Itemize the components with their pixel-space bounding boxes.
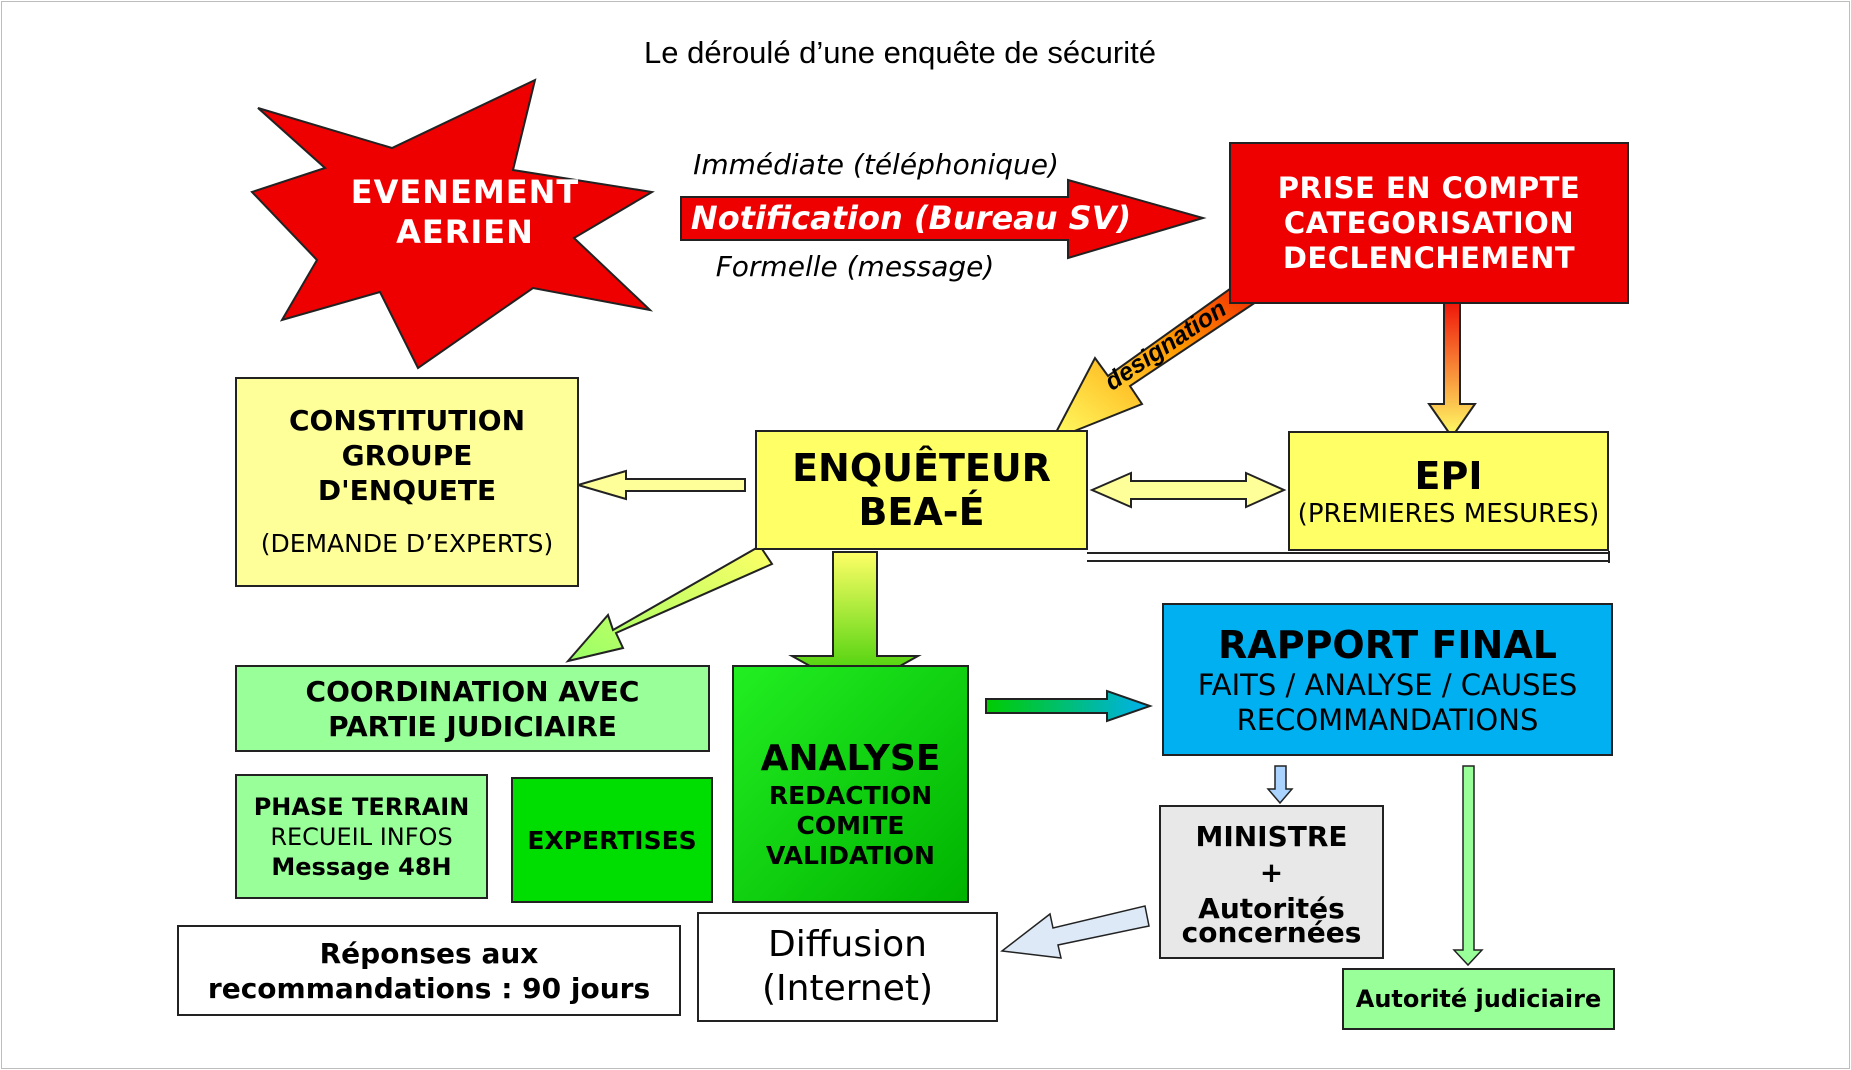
enqueteur-epi-double-arrow	[1089, 471, 1287, 509]
expertises-box: EXPERTISES	[511, 777, 713, 903]
reponses-line1: Réponses aux	[319, 936, 539, 970]
analyse-line1: REDACTION	[768, 781, 933, 810]
analyse-box: ANALYSE REDACTION COMITE VALIDATION	[732, 665, 969, 903]
terrain-line3: Message 48H	[271, 852, 452, 881]
epi-title: EPI	[1414, 454, 1483, 498]
prise-en-compte-box: PRISE EN COMPTE CATEGORISATION DECLENCHE…	[1229, 142, 1629, 304]
analyse-to-rapport-arrow	[985, 689, 1154, 723]
ministre-line4: concernées	[1181, 916, 1362, 949]
reponses-line2: recommandations : 90 jours	[207, 971, 651, 1005]
constitution-line2: GROUPE	[341, 439, 473, 472]
judiciaire-label: Autorité judiciaire	[1355, 985, 1602, 1013]
constitution-line1: CONSTITUTION	[288, 404, 526, 437]
phase-terrain-box: PHASE TERRAIN RECUEIL INFOS Message 48H	[235, 774, 488, 899]
enqueteur-line2: BEA-É	[858, 490, 985, 534]
enqueteur-to-coordination-arrow	[565, 544, 774, 663]
ministre-line1: MINISTRE	[1195, 820, 1348, 853]
diffusion-line1: Diffusion	[768, 924, 927, 965]
analyse-line2: COMITE	[796, 811, 905, 840]
rapport-line1: FAITS / ANALYSE / CAUSES	[1197, 667, 1578, 702]
coordination-line1: COORDINATION AVEC	[305, 674, 640, 708]
enqueteur-box: ENQUÊTEUR BEA-É	[755, 430, 1088, 550]
constitution-line3: D'ENQUETE	[317, 474, 497, 507]
constitution-sub: (DEMANDE D’EXPERTS)	[260, 529, 554, 558]
event-line1: EVENEMENT	[350, 173, 580, 211]
notification-main-label: Notification (Bureau SV)	[690, 199, 1132, 237]
prise-to-epi-arrow	[1427, 289, 1477, 439]
event-label: EVENEMENT AERIEN	[320, 172, 610, 252]
prise-line1: PRISE EN COMPTE	[1277, 170, 1581, 205]
coordination-box: COORDINATION AVEC PARTIE JUDICIAIRE	[235, 665, 710, 752]
constitution-box: CONSTITUTION GROUPE D'ENQUETE (DEMANDE D…	[235, 377, 579, 587]
diffusion-box: Diffusion (Internet)	[697, 912, 998, 1022]
prise-line3: DECLENCHEMENT	[1282, 240, 1576, 275]
expertises-label: EXPERTISES	[527, 825, 697, 855]
epi-box: EPI (PREMIERES MESURES)	[1288, 431, 1609, 551]
terrain-line2: RECUEIL INFOS	[270, 822, 453, 851]
rapport-line2: RECOMMANDATIONS	[1236, 702, 1539, 737]
designation-arrow	[1049, 264, 1279, 442]
analyse-line3: VALIDATION	[766, 841, 935, 870]
analyse-title: ANALYSE	[760, 738, 941, 779]
ministre-box: MINISTRE + Autorités concernées	[1159, 805, 1384, 959]
designation-label: designation	[1100, 295, 1232, 397]
event-line2: AERIEN	[396, 213, 534, 251]
notification-top-label: Immédiate (téléphonique)	[693, 148, 1059, 181]
enqueteur-line1: ENQUÊTEUR	[792, 446, 1051, 490]
diagram-title: Le déroulé d’une enquête de sécurité	[644, 35, 1156, 70]
rapport-to-judiciaire-arrow	[1452, 765, 1484, 967]
rapport-title: RAPPORT FINAL	[1218, 622, 1557, 667]
ministre-line3: Autorités	[1198, 892, 1345, 925]
rapport-to-ministre-arrow	[1266, 765, 1294, 805]
event-star-shape	[250, 78, 655, 370]
epi-sub: (PREMIERES MESURES)	[1297, 499, 1600, 529]
autorite-judiciaire-box: Autorité judiciaire	[1342, 968, 1615, 1030]
ministre-to-diffusion-arrow	[1000, 905, 1150, 959]
rapport-final-box: RAPPORT FINAL FAITS / ANALYSE / CAUSES R…	[1162, 603, 1613, 756]
enqueteur-to-constitution-arrow	[574, 469, 746, 501]
notification-arrow	[680, 178, 1207, 260]
notification-bottom-label: Formelle (message)	[715, 250, 995, 283]
prise-line2: CATEGORISATION	[1283, 205, 1575, 240]
ministre-line2: +	[1259, 856, 1284, 889]
terrain-line1: PHASE TERRAIN	[253, 792, 470, 821]
coordination-line2: PARTIE JUDICIAIRE	[328, 709, 617, 743]
reponses-box: Réponses aux recommandations : 90 jours	[177, 925, 681, 1016]
diffusion-line2: (Internet)	[761, 968, 934, 1009]
